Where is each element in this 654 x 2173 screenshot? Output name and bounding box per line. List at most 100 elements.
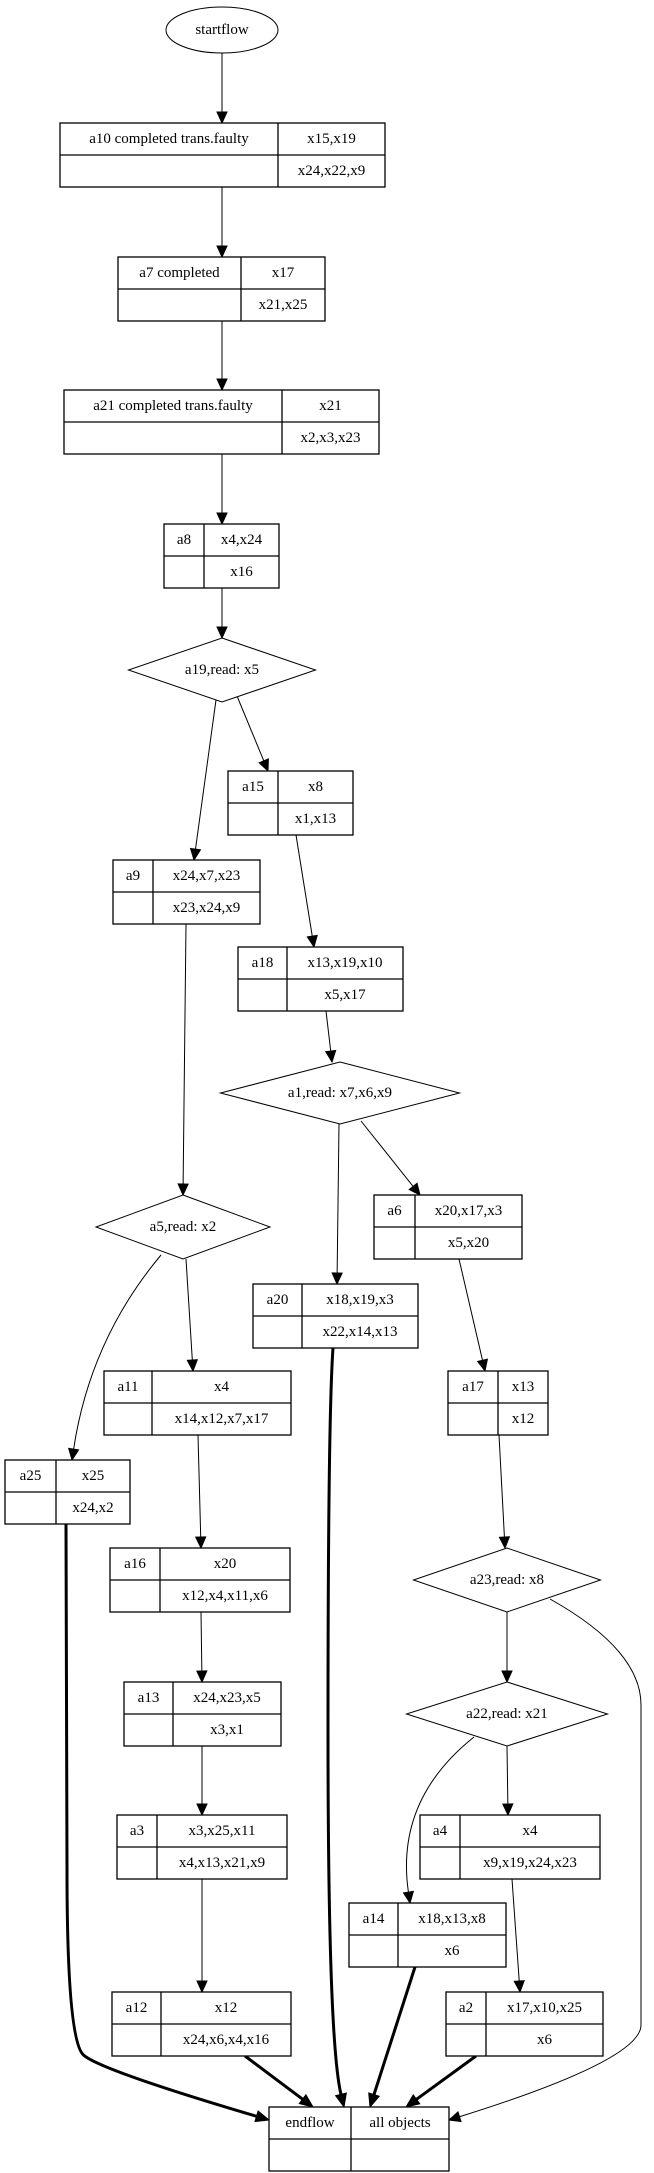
- node-a1[interactable]: a1,read: x7,x6,x9: [218, 1061, 462, 1125]
- activity-name: a21 completed trans.faulty: [93, 398, 253, 414]
- edge-line: [236, 695, 265, 762]
- ellipse-shape: [165, 6, 279, 54]
- arrowhead-icon: [216, 626, 228, 640]
- node-a19[interactable]: a19,read: x5: [126, 637, 318, 703]
- arrowhead-icon: [324, 1049, 337, 1064]
- object-list-bottom: x23,x24,x9: [173, 900, 241, 916]
- edge-a15-to-a18: [295, 834, 318, 949]
- object-list-top: x12: [215, 2000, 238, 2016]
- object-list-top: x15,x19: [307, 131, 356, 147]
- arrowhead-icon: [194, 1536, 207, 1550]
- edge-line: [459, 1598, 642, 2118]
- object-list-bottom: x9,x19,x24,x23: [483, 1855, 577, 1871]
- edge-a13-to-a3: [196, 1746, 208, 1817]
- edge-line: [372, 1966, 417, 2096]
- arrowhead-icon: [476, 1358, 489, 1373]
- edge-a25-to-end: [64, 1523, 271, 2123]
- edge-a1-to-a20: [331, 1123, 343, 1286]
- arrowhead-icon: [513, 1980, 525, 1994]
- edge-a9-to-a5: [177, 923, 189, 1197]
- object-list-bottom: x22,x14,x13: [323, 1324, 398, 1340]
- object-list-top: x20,x17,x3: [435, 1203, 503, 1219]
- arrowhead-icon: [258, 758, 269, 773]
- object-list-bottom: x4,x13,x21,x9: [179, 1855, 265, 1871]
- arrowhead-icon: [186, 1359, 199, 1373]
- edge-line: [73, 1254, 162, 1450]
- edge-line: [415, 2054, 477, 2101]
- edge-a1-to-a6: [360, 1120, 421, 1196]
- decision-label: a22,read: x21: [466, 1706, 548, 1722]
- edge-a14-to-end: [368, 1966, 417, 2109]
- node-a23[interactable]: a23,read: x8: [411, 1547, 603, 1613]
- arrowhead-icon: [368, 2092, 381, 2109]
- activity-name: a3: [130, 1823, 144, 1839]
- arrowhead-icon: [408, 1182, 421, 1196]
- object-list-top: x24,x7,x23: [173, 868, 241, 884]
- activity-name: a2: [459, 2000, 473, 2016]
- node-a22[interactable]: a22,read: x21: [404, 1681, 610, 1747]
- decision-label: a23,read: x8: [470, 1572, 544, 1588]
- edge-a2-to-end: [404, 2054, 477, 2108]
- object-list-bottom: x3,x1: [210, 1722, 244, 1738]
- edge-line: [197, 1434, 202, 1538]
- arrowhead-icon: [298, 2093, 315, 2108]
- edge-line: [185, 1258, 193, 1361]
- edges: [64, 53, 642, 2123]
- object-list-bottom: x12,x4,x11,x6: [182, 1588, 268, 1604]
- edge-a4-to-a2: [511, 1878, 525, 1994]
- arrowhead-icon: [404, 2093, 421, 2108]
- arrowhead-icon: [216, 245, 228, 259]
- object-list-bottom: x16: [230, 564, 253, 580]
- edge-a10-to-a7: [216, 187, 228, 259]
- node-start[interactable]: startflow: [165, 6, 279, 54]
- activity-name: a16: [124, 1556, 146, 1572]
- edge-a20-to-end: [326, 1347, 347, 2109]
- edge-line: [336, 1123, 340, 1274]
- edge-line: [325, 1010, 332, 1052]
- edge-a6-to-a17: [458, 1258, 489, 1373]
- activity-name: a12: [126, 2000, 148, 2016]
- activity-name: a11: [117, 1379, 138, 1395]
- object-list-bottom: x1,x13: [295, 811, 336, 827]
- arrowhead-icon: [196, 1670, 208, 1684]
- edge-a5-to-a25: [67, 1254, 162, 1462]
- edge-line: [458, 1258, 484, 1361]
- arrowhead-icon: [306, 934, 318, 949]
- object-list-top: x4: [214, 1379, 230, 1395]
- edge-a8-to-a19: [216, 588, 228, 640]
- arrowhead-icon: [216, 111, 228, 125]
- object-list-top: x18,x19,x3: [326, 1292, 394, 1308]
- object-list-bottom: x21,x25: [259, 297, 308, 313]
- arrowhead-icon: [331, 1272, 343, 1286]
- edge-a22-to-a14: [402, 1736, 475, 1905]
- nodes: startflow a10 completed trans.faulty x15,x…: [4, 6, 610, 2172]
- activity-name: a4: [433, 1823, 448, 1839]
- arrowhead-icon: [189, 847, 202, 862]
- edge-a19-to-a15: [236, 695, 269, 773]
- edge-a23-to-a22: [501, 1612, 513, 1684]
- activity-name: a10 completed trans.faulty: [89, 131, 249, 147]
- node-a5[interactable]: a5,read: x2: [94, 1194, 272, 1260]
- edge-line: [295, 834, 313, 937]
- decision-label: a1,read: x7,x6,x9: [288, 1085, 392, 1101]
